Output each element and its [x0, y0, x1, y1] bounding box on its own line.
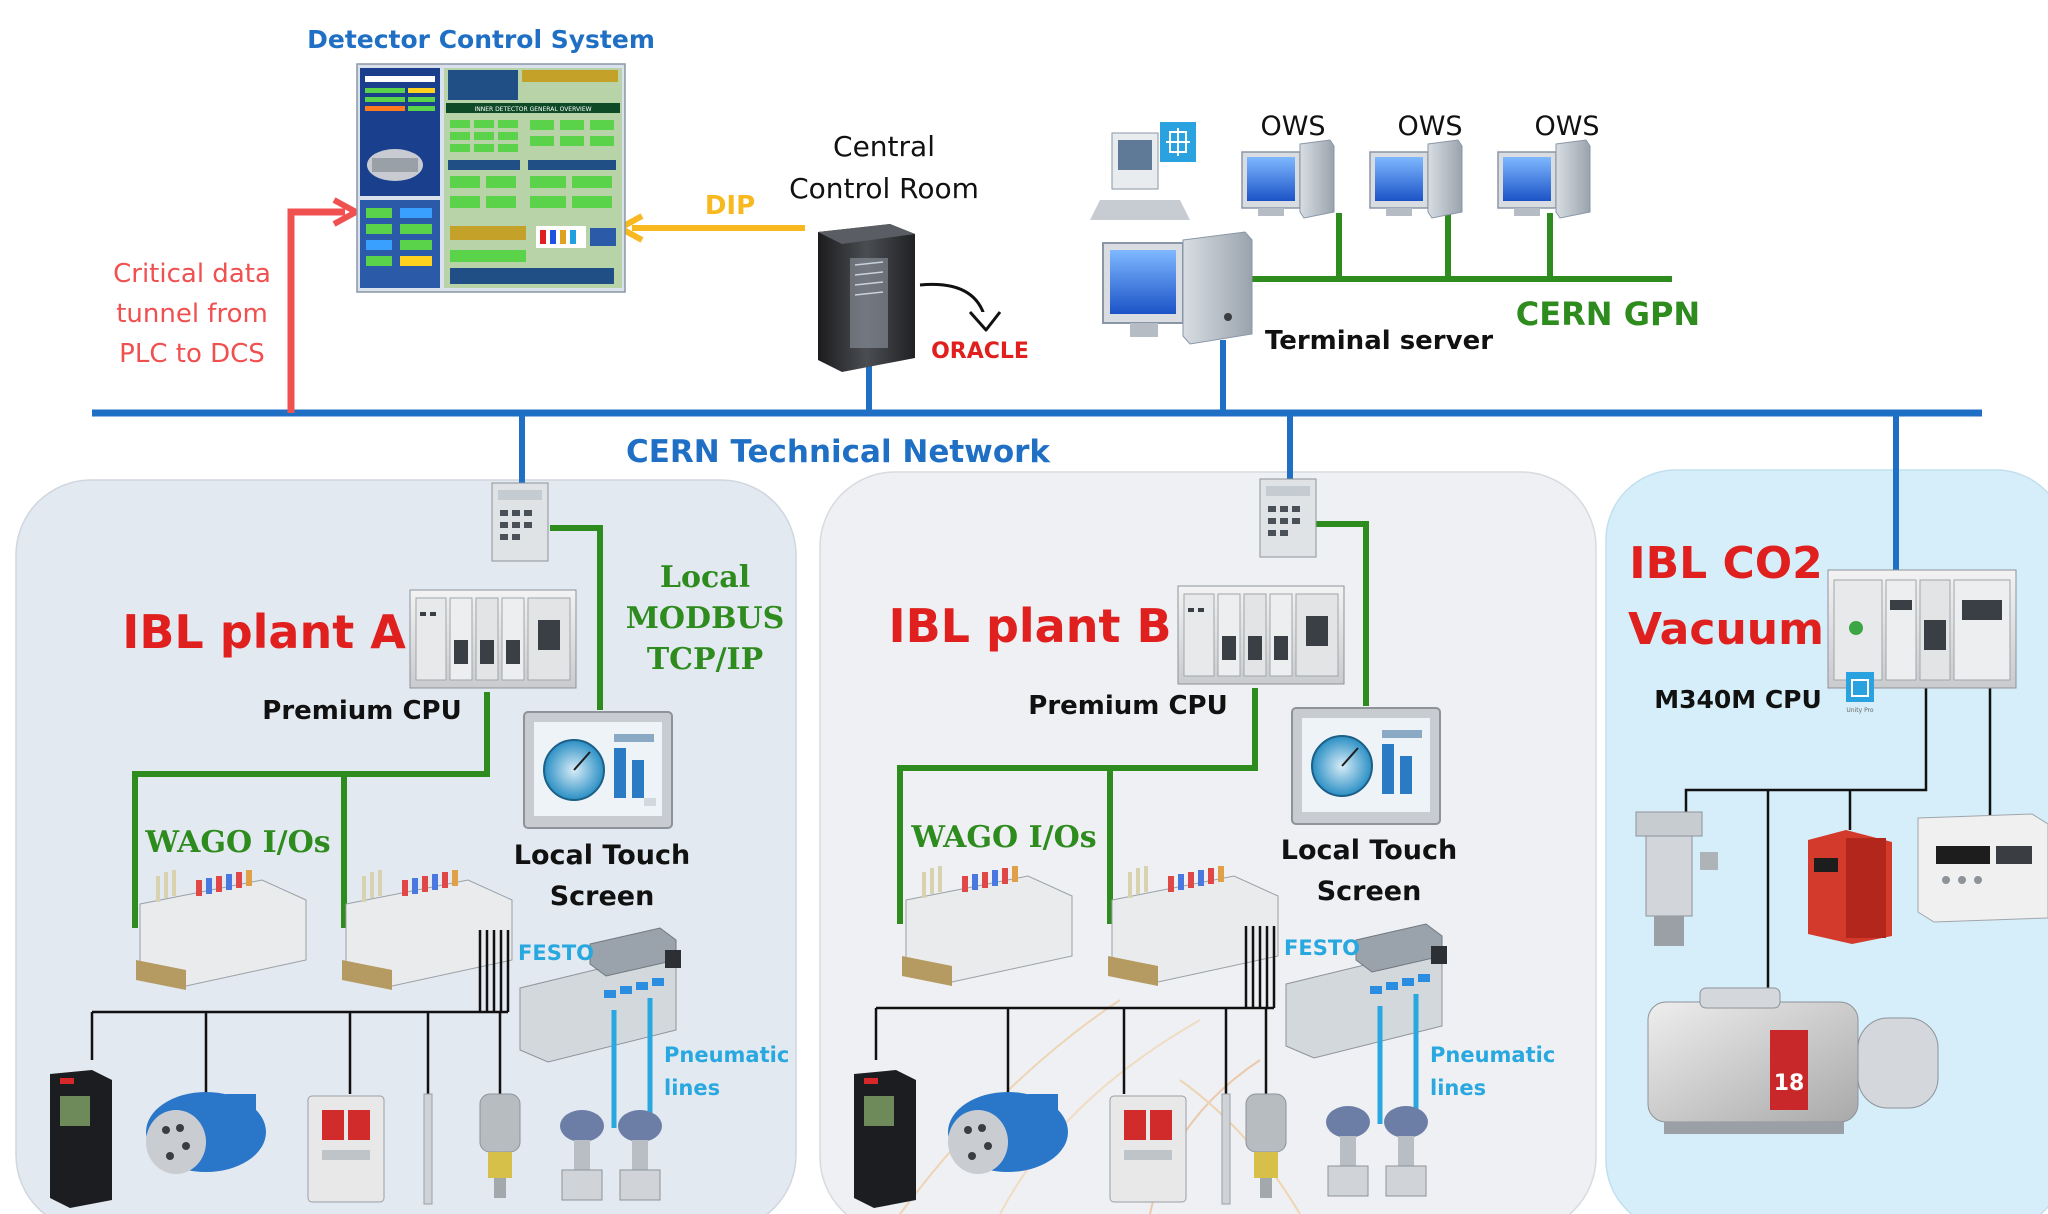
plant-b-pump-motor	[948, 1092, 1068, 1174]
plant-a-touch-screen	[523, 711, 673, 829]
plant-b-wago-io-module-1	[902, 866, 1073, 986]
ows-label-2: OWS	[1397, 111, 1462, 142]
oracle-export-arrow-icon	[919, 282, 1002, 332]
dip-label: DIP	[705, 191, 755, 221]
dcs-title: Detector Control System	[307, 25, 655, 54]
plant-b-pneumatic-lines	[1377, 994, 1419, 1124]
critical-data-tunnel-line	[287, 208, 345, 413]
ows-workstation-2	[1369, 139, 1463, 219]
critical-data-label-line1: Critical data	[113, 259, 271, 289]
plant-a-wago-io-module-1	[136, 870, 307, 990]
m340m-cpu-rack	[1827, 569, 2017, 689]
dcs-screen-header: INNER DETECTOR GENERAL OVERVIEW	[474, 106, 591, 113]
plant-a-premium-cpu-rack	[409, 589, 577, 689]
central-control-room-server	[818, 224, 915, 372]
plant-b-frequency-drive	[854, 1070, 916, 1208]
terminal-server-label: Terminal server	[1265, 326, 1493, 356]
local-modbus-line2: MODBUS	[626, 601, 785, 636]
unity-pro-icon	[1160, 122, 1196, 162]
plant-a-circuit-breaker	[307, 1095, 385, 1203]
ows-label-1: OWS	[1260, 111, 1325, 142]
plant-b-cpu-label: Premium CPU	[1028, 691, 1227, 721]
plant-b-field-wiring	[874, 926, 1276, 1094]
local-modbus-line3: TCP/IP	[647, 642, 763, 677]
cern-technical-network-label: CERN Technical Network	[626, 434, 1051, 470]
ows-label-3: OWS	[1534, 111, 1599, 142]
plant-b-wago-io-module-2	[1108, 866, 1279, 986]
plant-a-field-wiring	[90, 930, 510, 1094]
vacuum-title-line1: IBL CO2	[1629, 538, 1823, 589]
central-control-room-line1: Central	[833, 130, 935, 163]
critical-data-label-line3: PLC to DCS	[119, 339, 265, 369]
plant-a-cpu-label: Premium CPU	[262, 696, 461, 726]
plant-b-pressure-sensor	[1245, 1093, 1287, 1198]
central-control-room-line2: Control Room	[789, 172, 979, 205]
plant-a-wago-label: WAGO I/Os	[144, 825, 330, 860]
dcs-screenshot: INNER DETECTOR GENERAL OVERVIEW	[356, 63, 626, 293]
cern-gpn-label: CERN GPN	[1516, 295, 1700, 333]
vacuum-title-line2: Vacuum	[1628, 604, 1824, 655]
plant-a-festo-valve-terminal	[519, 927, 681, 1063]
plant-a-frequency-drive	[50, 1070, 112, 1208]
plant-a-modbus-lines	[132, 525, 603, 928]
plant-b-circuit-breaker	[1109, 1095, 1187, 1203]
red-vacuum-controller	[1808, 830, 1892, 944]
plant-b-title: IBL plant B	[888, 599, 1171, 653]
pump-number: 18	[1774, 1071, 1805, 1096]
plant-b-festo-valve-terminal	[1285, 923, 1447, 1059]
unity-pro-caption: Unity Pro	[1846, 707, 1874, 714]
plant-a-title: IBL plant A	[122, 605, 406, 659]
plant-b-pneumatic-valves	[1326, 1106, 1428, 1197]
plant-b-modbus-lines	[897, 521, 1369, 924]
plant-b-touch-screen	[1291, 707, 1441, 825]
plant-b-touch-label-line1: Local Touch	[1281, 835, 1457, 866]
plant-b-premium-cpu-rack	[1177, 585, 1345, 685]
plant-b-pneumatic-line1: Pneumatic	[1430, 1043, 1555, 1067]
plant-a-pneumatic-valves	[560, 1110, 662, 1201]
critical-data-label-line2: tunnel from	[116, 299, 268, 329]
plant-a-touch-label-line2: Screen	[550, 881, 655, 912]
turbo-vacuum-pump	[1635, 811, 1718, 946]
terminal-server-computer	[1102, 231, 1253, 345]
local-modbus-line1: Local	[660, 560, 750, 595]
plant-b-temperature-probe	[1221, 1093, 1231, 1205]
workstation-laptop-icon	[1090, 132, 1190, 220]
plant-a-pneumatic-lines	[611, 998, 653, 1128]
plant-a-pump-motor	[146, 1092, 266, 1174]
plant-a-temperature-probe	[423, 1093, 433, 1205]
cern-gpn-network	[1252, 213, 1672, 282]
vacuum-gauge-controller	[1917, 813, 2048, 923]
network-drops	[519, 340, 1899, 585]
plant-a-wago-io-module-2	[342, 870, 513, 990]
plant-b-ethernet-switch	[1259, 478, 1317, 558]
plant-a-pneumatic-line2: lines	[664, 1076, 720, 1100]
plant-a-festo-label: FESTO	[518, 941, 594, 965]
ows-workstation-3	[1497, 139, 1591, 219]
unity-pro-logo-icon	[1846, 672, 1874, 702]
plant-a-touch-label-line1: Local Touch	[514, 840, 690, 871]
plant-a-pneumatic-line1: Pneumatic	[664, 1043, 789, 1067]
ows-workstation-1	[1241, 139, 1335, 219]
plant-b-pneumatic-line2: lines	[1430, 1076, 1486, 1100]
rotary-vane-pump: 18	[1647, 987, 1939, 1134]
plant-a-ethernet-switch	[491, 482, 549, 562]
oracle-label: ORACLE	[931, 339, 1029, 364]
plant-b-festo-label: FESTO	[1284, 936, 1360, 960]
plant-a-pressure-sensor	[479, 1093, 521, 1198]
plant-b-wago-label: WAGO I/Os	[910, 820, 1096, 855]
m340m-cpu-label: M340M CPU	[1654, 685, 1822, 714]
critical-data-arrowhead	[332, 197, 359, 227]
plant-b-touch-label-line2: Screen	[1317, 876, 1422, 907]
